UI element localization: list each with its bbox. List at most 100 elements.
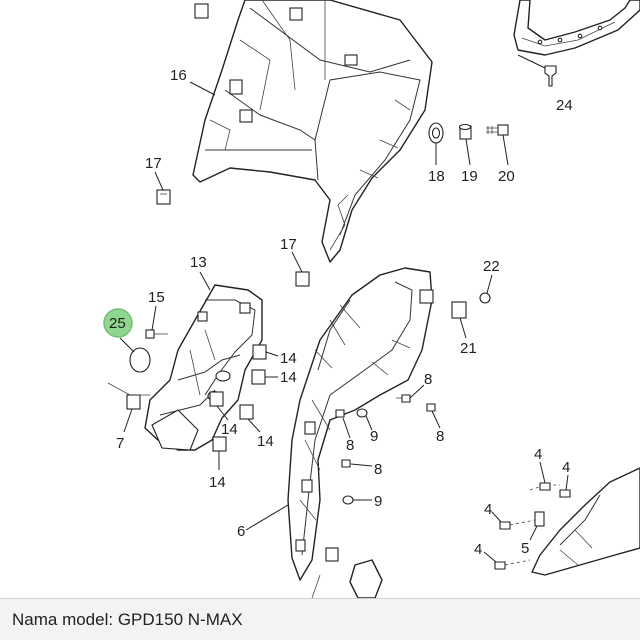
clip-5 [534,511,545,527]
label-9-a: 9 [370,428,378,445]
inner-panel-lower-left [144,284,263,451]
screw-8-b [426,403,436,412]
label-19: 19 [461,168,478,185]
leader-15 [151,305,157,331]
label-17-middle: 17 [280,236,297,253]
leader-24-line [517,54,546,69]
leg-shield-6 [287,267,433,581]
model-separator: : [108,609,118,629]
label-14-a: 14 [280,350,297,367]
leader-22 [486,274,493,294]
label-14-c: 14 [221,421,238,438]
dash-line-a [529,484,560,491]
bottom-fragment [311,547,383,598]
label-4-b: 4 [562,459,570,476]
model-value: GPD150 N-MAX [117,609,243,629]
label-4-d: 4 [474,541,482,558]
nut-17-upper [156,189,171,205]
leader-4-b [565,474,569,491]
label-22: 22 [483,258,500,275]
screw-22 [479,292,491,304]
nut-17-middle [295,271,310,287]
leader-14-a [265,351,279,357]
label-14-e: 14 [209,474,226,491]
nut-21-b [451,301,467,319]
dash-line-b [504,519,536,566]
leader-9-a [365,415,373,431]
screw-15 [145,329,168,339]
leader-5 [529,525,538,541]
leader-8-b [431,410,441,429]
model-label: Nama model [12,609,109,629]
label-13: 13 [190,254,207,271]
washer-25 [129,347,151,373]
label-18: 18 [428,168,445,185]
nut-21-a [419,289,434,304]
leader-4-d [483,551,497,563]
washer-9-b [342,495,354,505]
leader-6 [245,504,289,531]
parts-diagram: 16 17 17 18 19 20 24 13 15 25 14 14 14 1… [103,0,640,598]
label-17-upper: 17 [145,155,162,172]
grommet-18 [428,122,444,144]
front-cowl-corner [513,0,640,56]
label-5: 5 [521,540,529,557]
leader-17-upper [154,171,164,191]
leader-8-d [350,463,373,467]
label-6: 6 [237,523,245,540]
nut-7 [107,382,150,410]
leader-4-a [539,461,546,484]
leader-7 [123,408,133,433]
highlight-25 [103,308,133,338]
label-21: 21 [460,340,477,357]
label-20: 20 [498,168,515,185]
leader-16 [189,81,216,96]
model-info-bar: Nama model: GPD150 N-MAX [0,598,640,640]
collar-19 [458,123,472,140]
label-7: 7 [116,435,124,452]
label-4-a: 4 [534,446,542,463]
exploded-view-drawing: 16 17 17 18 19 20 24 13 15 25 14 14 14 1… [103,0,640,598]
screw-4-b [559,489,571,498]
label-15: 15 [148,289,165,306]
label-16: 16 [170,67,187,84]
screw-4-d [494,561,506,570]
nut-14-c [209,391,224,407]
nut-14-d [239,404,254,420]
screw-24 [544,65,557,87]
screw-8-a [396,394,411,403]
screw-4-c [499,521,511,530]
nut-14-b [251,369,266,385]
screw-8-d [341,459,351,468]
label-25: 25 [109,315,126,332]
screw-4-a [539,482,551,491]
nut-14-e [212,436,227,452]
nut-14-a [252,344,267,360]
leader-17-middle [291,251,303,273]
leader-8-c [342,417,351,439]
screw-20 [486,124,509,136]
label-8-d: 8 [374,461,382,478]
label-9-b: 9 [374,493,382,510]
leader-13 [199,271,211,291]
leader-19 [465,138,471,166]
leader-20 [502,134,509,166]
label-8-b: 8 [436,428,444,445]
label-14-d: 14 [257,433,274,450]
label-24: 24 [556,97,573,114]
side-cover [531,467,640,576]
inner-panel-upper [192,0,433,263]
leader-14-d [247,418,261,433]
screw-8-c [335,409,345,418]
clip-top [194,3,209,19]
leader-21 [459,317,467,339]
leader-8-a [409,384,425,399]
label-8-a: 8 [424,371,432,388]
label-14-b: 14 [280,369,297,386]
leader-25 [119,337,135,353]
label-8-c: 8 [346,437,354,454]
label-4-c: 4 [484,501,492,518]
washer-9-a [356,408,368,418]
leader-14-c [216,405,229,421]
leader-4-c [491,511,502,523]
